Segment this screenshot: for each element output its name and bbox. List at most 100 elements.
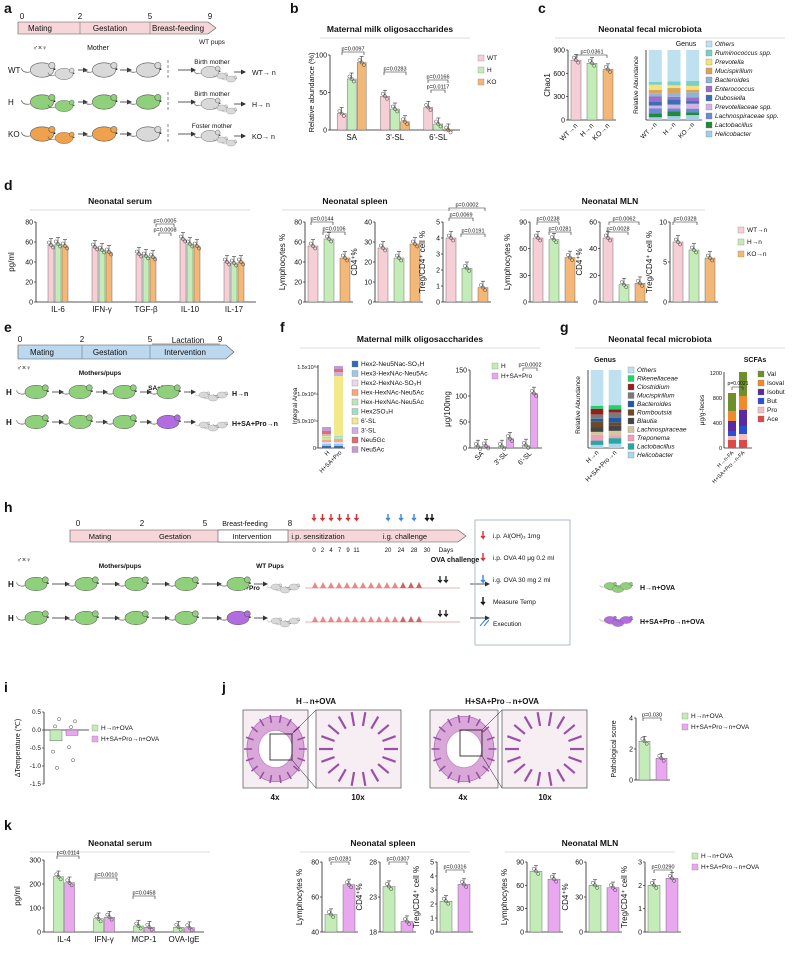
mouse-body (136, 94, 160, 110)
data-point (236, 257, 241, 262)
panel-letter-a: a (4, 0, 12, 16)
lumen (446, 729, 482, 769)
dose-marker (400, 582, 406, 588)
legend-f1: Hex2-Neu5Nac-SO₃HHex3-HexNAc-Neu5AcHex2-… (351, 360, 428, 454)
villus (269, 714, 273, 724)
arrow-head (241, 101, 246, 107)
dose-marker (400, 616, 406, 622)
data-point (53, 724, 57, 729)
day-label: 2 (321, 548, 325, 554)
data-point (357, 58, 362, 62)
data-point (107, 915, 112, 919)
data-point (232, 261, 236, 265)
mouse-tail (193, 134, 201, 139)
stack-segment (334, 439, 343, 442)
legend-label: H→n+OVA (101, 725, 134, 732)
villus (433, 736, 442, 741)
data-point (521, 441, 526, 445)
mouse-body (225, 75, 237, 83)
significance-bracket (310, 221, 334, 225)
mouse-eye (631, 585, 633, 586)
legend-label: Lachnospiraceae (637, 427, 687, 434)
significance-bracket (158, 232, 172, 236)
bar (439, 901, 453, 933)
villus (536, 711, 542, 727)
legend-label: Rikenellaceae (637, 376, 678, 383)
data-point (570, 258, 575, 262)
y-axis-label: ΔTemperature (℃) (15, 719, 22, 777)
mouse-icon (166, 610, 199, 626)
mouse-body (68, 414, 92, 430)
data-point (138, 926, 143, 931)
y-axis-label: Lymphocytes % (500, 869, 509, 925)
villus (382, 755, 396, 763)
y-tick-label: 1 (638, 906, 642, 913)
mouse-eye (147, 616, 149, 618)
legend-swatch (627, 451, 635, 459)
mouse-eye (115, 100, 118, 102)
chart-title: Neonatal serum (88, 196, 152, 206)
data-point (524, 443, 528, 448)
villus (475, 771, 481, 780)
mouse-ear (142, 610, 149, 617)
mothers-pups-label: Mothers/pups (99, 563, 142, 570)
histology-10x-b (501, 709, 588, 789)
data-point (444, 125, 448, 130)
data-point (438, 124, 443, 129)
data-point (225, 260, 229, 264)
mouse-body (216, 136, 228, 144)
legend-label: i.g. OVA 30 mg 2 ml (493, 577, 551, 584)
bar (342, 884, 356, 933)
stack-segment (667, 88, 681, 94)
data-point (181, 237, 185, 241)
day-label: 4 (329, 548, 333, 554)
chart-title: Maternal milk oligosaccharides (357, 334, 483, 344)
mouse-ear (233, 107, 237, 111)
arrow-head (191, 131, 196, 137)
mouse-icon (218, 610, 251, 626)
legend-label: Hex-HexNAc-Neu5Ac (361, 390, 425, 397)
mouse-body (200, 66, 220, 78)
timeline-tick: 9 (218, 335, 223, 344)
timeline-tick: 2 (80, 335, 85, 344)
mouse-tail (126, 100, 137, 105)
data-point (611, 885, 615, 890)
legend-swatch (351, 389, 359, 396)
mouse-tail (16, 616, 26, 621)
mouse-eye (208, 394, 210, 395)
data-point (592, 63, 597, 68)
mouse-tail (16, 582, 26, 587)
y-tick-label: 0.0 (32, 727, 41, 734)
mouse-body (288, 583, 300, 591)
mouse-tail (20, 100, 31, 105)
panel-letter-g: g (560, 319, 569, 335)
bar (665, 878, 679, 933)
mouse-icon (193, 65, 221, 78)
bar (149, 256, 157, 303)
mouse-eye (217, 397, 219, 398)
arrow-head (263, 615, 268, 621)
dose-marker (408, 616, 414, 622)
mouse-ear (86, 384, 93, 391)
mouse-eye (235, 110, 237, 111)
y-tick-label: 5.0x10⁵ (297, 418, 316, 425)
data-point (654, 885, 659, 890)
mouse-icon (213, 104, 228, 112)
mouse-tail (126, 68, 137, 73)
arrow-head (191, 389, 196, 395)
bar (433, 123, 444, 131)
villus (297, 757, 306, 762)
legend-swatch (91, 724, 99, 732)
data-point (619, 280, 624, 285)
stack-segment (667, 99, 681, 105)
mouse-icon (16, 414, 49, 430)
stack-segment (608, 435, 622, 439)
dose-marker (312, 616, 318, 622)
mother-type: Foster mother (192, 123, 233, 130)
y-axis-label: Chao1 (543, 73, 552, 97)
villus (438, 765, 446, 772)
mouse-ear (48, 62, 56, 69)
y-tick-label: -0.5 (30, 745, 42, 752)
